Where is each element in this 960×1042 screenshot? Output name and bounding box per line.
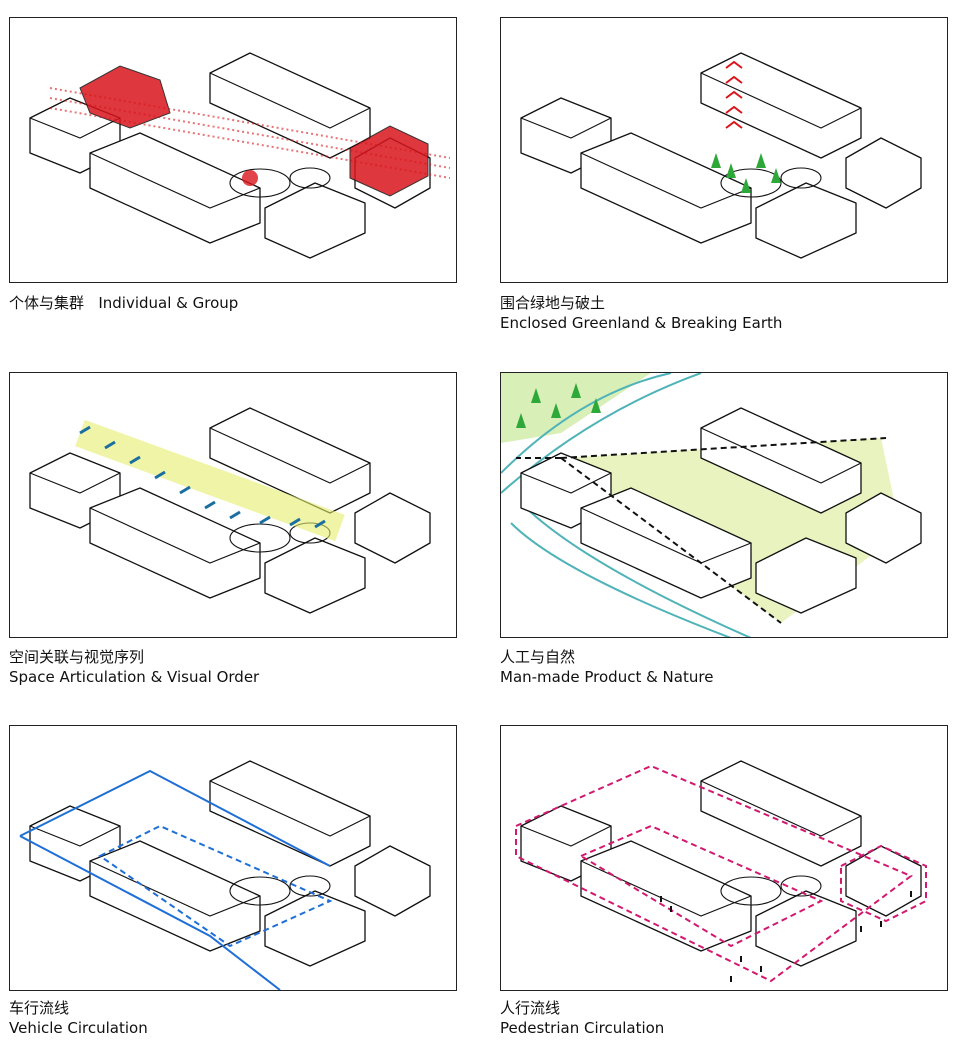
sight-lines [516,437,887,624]
diagram-frame [9,17,457,283]
trees [711,153,781,193]
panel-caption: 人行流线 Pedestrian Circulation [500,998,664,1038]
panel-caption: 人工与自然 Man-made Product & Nature [500,647,713,687]
massing-diagram [501,373,922,637]
diagram-frame [500,725,948,991]
caption-chinese: 个体与集群 [9,294,85,312]
caption-chinese: 人工与自然 [500,648,576,666]
panel-caption: 围合绿地与破土 Enclosed Greenland & Breaking Ea… [500,293,782,333]
building-massing [520,52,922,259]
diagram-frame [500,372,948,638]
caption-english: Vehicle Circulation [9,1019,148,1037]
massing-diagram [520,52,922,259]
caption-english: Pedestrian Circulation [500,1019,665,1037]
massing-diagram [29,407,431,614]
pedestrian-markers [660,891,912,982]
building-massing [29,760,431,967]
breaking-earth-arrows [725,60,743,129]
massing-diagram [29,52,451,259]
caption-english: Enclosed Greenland & Breaking Earth [500,314,783,332]
diagram-frame [9,372,457,638]
caption-chinese: 车行流线 [9,999,70,1017]
caption-english: Individual & Group [98,294,239,312]
caption-chinese: 人行流线 [500,999,561,1017]
massing-diagram [19,760,431,990]
panel-caption: 空间关联与视觉序列 Space Articulation & Visual Or… [9,647,259,687]
caption-english: Space Articulation & Visual Order [9,668,260,686]
panel-caption: 车行流线 Vehicle Circulation [9,998,148,1038]
caption-english: Man-made Product & Nature [500,668,714,686]
visual-order-path [75,419,345,542]
trees [516,383,601,428]
diagram-frame [9,725,457,991]
caption-chinese: 围合绿地与破土 [500,294,606,312]
caption-chinese: 空间关联与视觉序列 [9,648,145,666]
panel-caption: 个体与集群 Individual & Group [9,293,238,313]
vehicle-route [19,769,333,990]
building-massing [520,760,922,967]
group-highlight [49,65,451,197]
diagram-frame [500,17,948,283]
building-massing [520,407,922,614]
building-massing [29,407,431,614]
massing-diagram [515,760,927,983]
pedestrian-route [515,764,927,983]
